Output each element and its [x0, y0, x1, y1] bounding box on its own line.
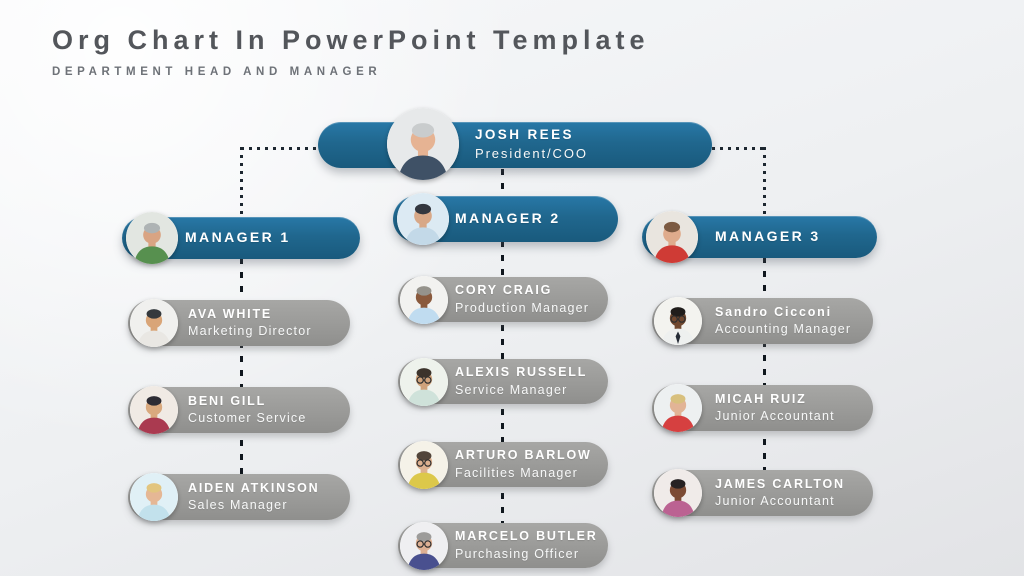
person-role: Facilities Manager [455, 465, 579, 480]
person-name: CORY CRAIG [455, 283, 553, 297]
org-node-member: ALEXIS RUSSELL Service Manager [398, 357, 608, 406]
page-title: Org Chart In PowerPoint Template [52, 25, 650, 55]
connector-line [763, 257, 766, 471]
org-node-root: JOSH REES President/COO [318, 108, 712, 180]
node-text: CORY CRAIG Production Manager [398, 277, 589, 322]
person-name: AVA WHITE [188, 306, 273, 321]
person-role: Junior Accountant [715, 409, 835, 423]
org-node-member: MARCELO BUTLER Purchasing Officer [398, 521, 608, 570]
org-node-member: ARTURO BARLOW Facilities Manager [398, 440, 608, 489]
node-text: JOSH REES President/COO [318, 122, 588, 168]
person-name: MARCELO BUTLER [455, 529, 598, 543]
org-node-member: JAMES CARLTON Junior Accountant [652, 469, 873, 517]
connector-line [501, 169, 504, 197]
avatar [397, 193, 449, 245]
node-label: MANAGER 1 [185, 229, 291, 246]
avatar [400, 275, 448, 324]
person-role: Sales Manager [188, 498, 288, 512]
node-text: AIDEN ATKINSON Sales Manager [128, 474, 319, 520]
person-role: Junior Accountant [715, 494, 835, 508]
person-role: President/COO [475, 146, 588, 162]
person-name: AIDEN ATKINSON [188, 480, 320, 495]
avatar [654, 469, 702, 517]
person-role: Customer Service [188, 411, 307, 425]
person-name: JAMES CARLTON [715, 476, 845, 491]
person-name: MICAH RUIZ [715, 391, 807, 406]
person-name: ARTURO BARLOW [455, 448, 592, 462]
connector-line [240, 147, 243, 219]
person-role: Purchasing Officer [455, 546, 580, 561]
connector-line [240, 258, 243, 476]
avatar [400, 440, 448, 489]
person-role: Production Manager [455, 300, 590, 315]
node-text: MANAGER 3 [642, 216, 821, 258]
avatar [387, 108, 459, 180]
node-text: MANAGER 2 [393, 196, 561, 242]
avatar [654, 384, 702, 432]
org-node-member: BENI GILL Customer Service [128, 386, 350, 434]
connector-line [763, 147, 766, 218]
avatar [400, 521, 448, 570]
node-text: BENI GILL Customer Service [128, 387, 307, 433]
node-text: MANAGER 1 [122, 217, 291, 259]
page-subtitle: DEPARTMENT HEAD AND MANAGER [52, 66, 382, 79]
node-label: MANAGER 2 [455, 210, 561, 227]
avatar [646, 211, 698, 263]
person-role: Accounting Manager [715, 322, 852, 336]
slide-header: Org Chart In PowerPoint Template DEPARTM… [52, 24, 650, 78]
org-node-manager: MANAGER 3 [642, 211, 877, 263]
avatar [400, 357, 448, 406]
org-node-manager: MANAGER 1 [122, 212, 360, 264]
person-name: JOSH REES [475, 127, 574, 143]
node-text: MARCELO BUTLER Purchasing Officer [398, 523, 598, 568]
node-text: MICAH RUIZ Junior Accountant [652, 385, 835, 431]
person-name: BENI GILL [188, 393, 267, 408]
node-label: MANAGER 3 [715, 228, 821, 245]
person-name: ALEXIS RUSSELL [455, 365, 588, 379]
org-node-manager: MANAGER 2 [393, 193, 618, 245]
avatar [126, 212, 178, 264]
node-text: ALEXIS RUSSELL Service Manager [398, 359, 587, 404]
avatar [130, 386, 178, 434]
avatar [130, 473, 178, 521]
org-node-member: AVA WHITE Marketing Director [128, 299, 350, 347]
person-role: Service Manager [455, 382, 568, 397]
person-role: Marketing Director [188, 324, 312, 338]
avatar [654, 297, 702, 345]
connector-line [712, 147, 765, 150]
node-text: AVA WHITE Marketing Director [128, 300, 312, 346]
node-text: ARTURO BARLOW Facilities Manager [398, 442, 592, 487]
node-text: JAMES CARLTON Junior Accountant [652, 470, 845, 516]
org-node-member: MICAH RUIZ Junior Accountant [652, 384, 873, 432]
person-name: Sandro Cicconi [715, 304, 832, 319]
avatar [130, 299, 178, 347]
org-node-member: CORY CRAIG Production Manager [398, 275, 608, 324]
connector-line [241, 147, 318, 150]
org-node-member: AIDEN ATKINSON Sales Manager [128, 473, 350, 521]
